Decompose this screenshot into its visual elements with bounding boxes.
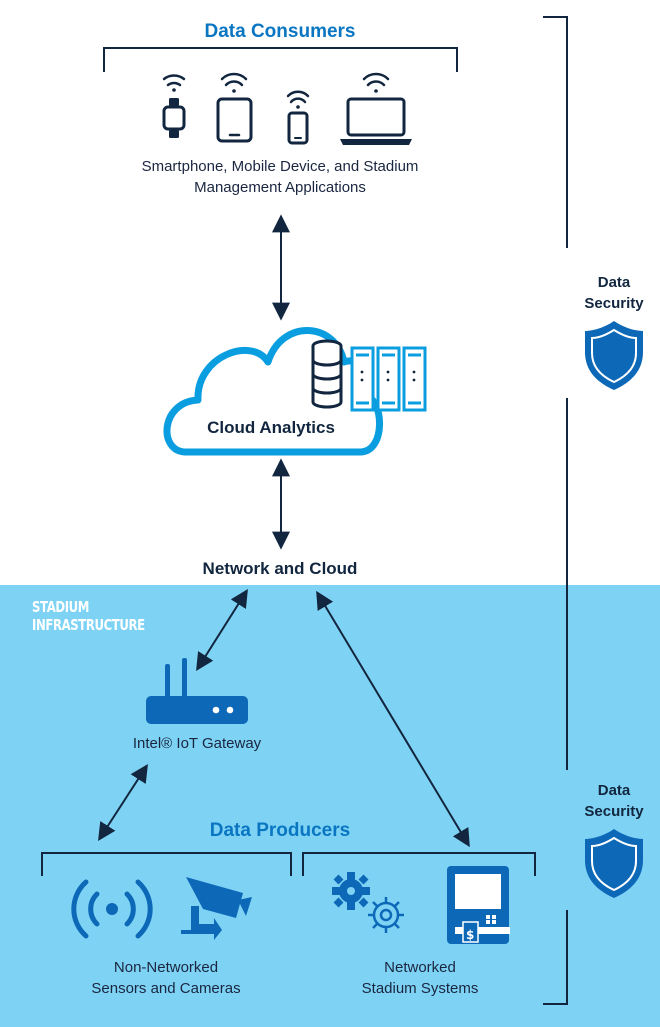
server-rack-dots xyxy=(360,370,416,382)
networked-caption: Networked Stadium Systems xyxy=(320,957,520,999)
producers-bracket-right xyxy=(302,852,536,876)
kiosk-icon: $ xyxy=(447,866,510,944)
gears-icon xyxy=(332,872,404,933)
producers-bracket-left xyxy=(41,852,292,876)
arrow-network-gateway xyxy=(196,588,248,672)
cloud-analytics-label: Cloud Analytics xyxy=(207,418,335,437)
security-bottom-line2: Security xyxy=(584,803,644,820)
security-camera-icon xyxy=(181,877,252,940)
wifi-icon-laptop xyxy=(362,72,390,93)
consumers-bracket xyxy=(103,47,458,72)
arrow-gateway-producers xyxy=(98,763,148,842)
data-security-label-bottom: Data Security xyxy=(568,780,660,822)
security-top-line1: Data xyxy=(597,274,631,291)
svg-text:$: $ xyxy=(466,928,474,942)
security-bracket xyxy=(543,16,568,1005)
data-consumers-title: Data Consumers xyxy=(204,21,356,42)
wifi-icon-tablet xyxy=(220,72,248,93)
shield-icon-top xyxy=(585,321,643,390)
network-cloud-label: Network and Cloud xyxy=(202,559,358,578)
iot-gateway-label: Intel® IoT Gateway xyxy=(132,735,262,752)
non-networked-line1: Non-Networked xyxy=(113,959,219,976)
stadium-infrastructure-label: STADIUM INFRASTRUCTURE xyxy=(32,598,180,634)
wifi-icon-watch xyxy=(162,74,186,92)
smartwatch-icon xyxy=(162,74,186,138)
networked-line2: Stadium Systems xyxy=(361,980,479,997)
shield-icon-bottom xyxy=(585,829,643,898)
non-networked-caption: Non-Networked Sensors and Cameras xyxy=(56,957,276,999)
security-bottom-line1: Data xyxy=(597,782,631,799)
data-producers-title: Data Producers xyxy=(209,820,351,841)
arrow-network-networked-systems xyxy=(316,590,470,848)
smartphone-icon xyxy=(286,90,310,145)
wifi-icon-phone xyxy=(286,90,310,109)
infrastructure-line2: INFRASTRUCTURE xyxy=(32,616,145,634)
router-icon xyxy=(146,658,248,724)
database-icon xyxy=(311,339,343,409)
security-top-line2: Security xyxy=(584,295,644,312)
data-security-label-top: Data Security xyxy=(568,272,660,314)
infrastructure-line1: STADIUM xyxy=(32,598,90,616)
sensor-broadcast-icon xyxy=(71,879,153,939)
consumers-caption-line2: Management Applications xyxy=(194,179,366,196)
laptop-icon xyxy=(340,72,412,145)
networked-line1: Networked xyxy=(384,959,456,976)
tablet-icon xyxy=(216,72,253,143)
non-networked-line2: Sensors and Cameras xyxy=(91,980,241,997)
consumers-caption: Smartphone, Mobile Device, and Stadium M… xyxy=(60,156,500,198)
consumers-caption-line1: Smartphone, Mobile Device, and Stadium xyxy=(141,158,419,175)
